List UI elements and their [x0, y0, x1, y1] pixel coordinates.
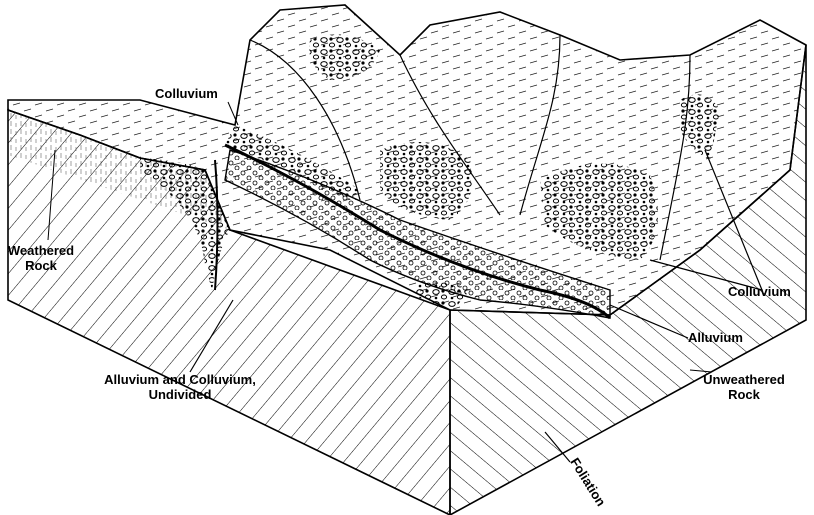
label-weathered-rock-line1: Weathered	[6, 243, 76, 258]
label-alluvium-colluvium-line2: Undivided	[55, 387, 305, 402]
label-unweathered-rock-line2: Rock	[694, 387, 794, 402]
label-weathered-rock-line2: Rock	[6, 258, 76, 273]
label-alluvium: Alluvium	[688, 330, 743, 345]
label-colluvium-right: Colluvium	[728, 284, 791, 299]
label-unweathered-rock: Unweathered Rock	[694, 372, 794, 402]
label-alluvium-colluvium: Alluvium and Colluvium, Undivided	[55, 372, 305, 402]
label-alluvium-colluvium-line1: Alluvium and Colluvium,	[55, 372, 305, 387]
label-unweathered-rock-line1: Unweathered	[694, 372, 794, 387]
label-colluvium-top: Colluvium	[155, 86, 218, 101]
label-weathered-rock: Weathered Rock	[6, 243, 76, 273]
